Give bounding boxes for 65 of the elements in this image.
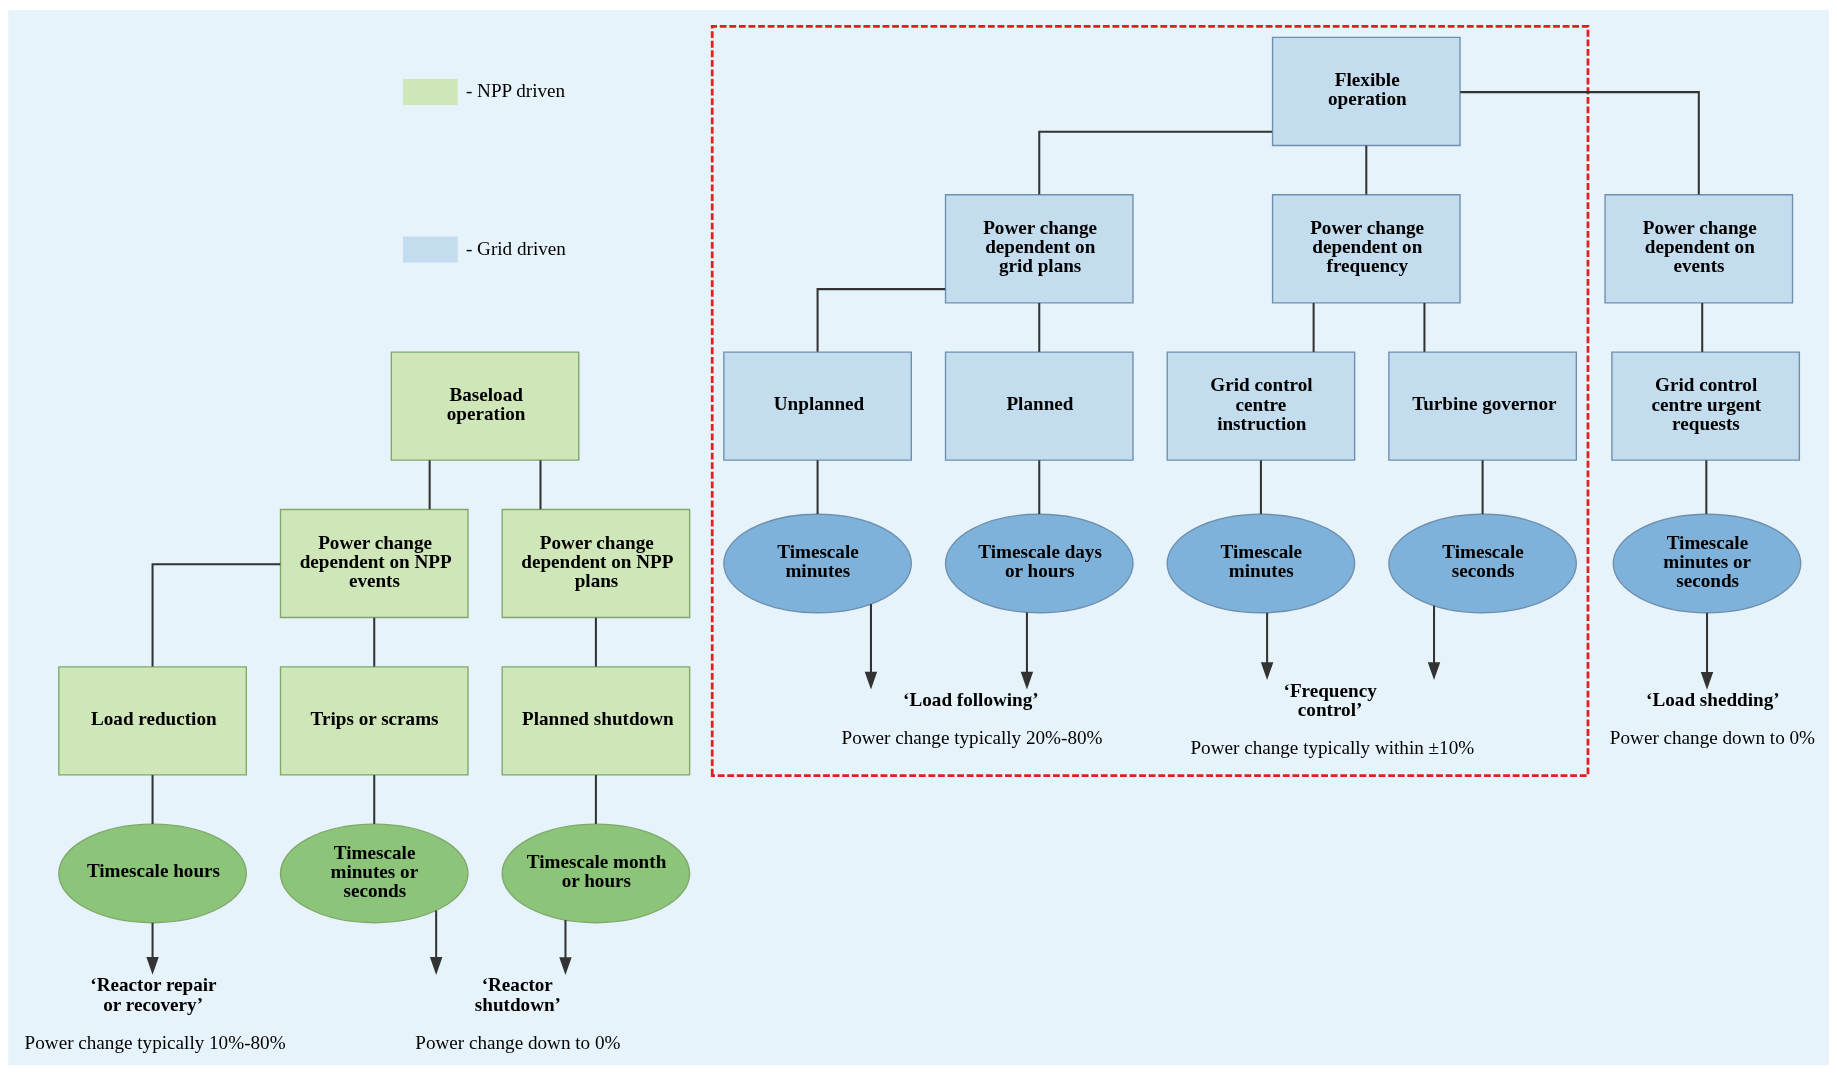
node-ellipse: Timescale hours	[58, 823, 247, 923]
node-ellipse: Timescale days or hours	[944, 513, 1134, 613]
node-label: Power change typically 10%-80%	[24, 1031, 286, 1053]
legend-label: - NPP driven	[465, 79, 566, 101]
connector	[1423, 302, 1426, 352]
node-text: ‘Reactor repair or recovery’	[90, 973, 217, 1015]
arrow	[429, 909, 443, 975]
node-label: Power change typically within ±10%	[1190, 736, 1475, 758]
node-label: Power change typically 20%-80%	[841, 726, 1103, 748]
connector	[1365, 145, 1368, 194]
connector	[594, 617, 597, 667]
cluster	[710, 24, 1590, 777]
node-box: Grid control centre urgent requests	[1611, 350, 1801, 461]
node-text: ‘Load following’	[903, 688, 1039, 710]
node-ellipse: Timescale month or hours	[501, 823, 691, 923]
connector	[1705, 459, 1708, 514]
connector	[373, 774, 376, 824]
arrow	[864, 603, 878, 689]
node-ellipse: Timescale minutes	[1166, 513, 1356, 613]
node-ellipse: Timescale minutes	[723, 513, 912, 613]
arrow	[559, 919, 572, 975]
node-box: Power change dependent on events	[1604, 193, 1794, 303]
connector	[1460, 90, 1700, 194]
connector	[539, 459, 542, 509]
node-text: ‘Reactor shutdown’	[474, 973, 561, 1015]
node-box: Planned	[944, 350, 1134, 461]
connector	[1038, 459, 1041, 514]
node-label: Power change down to 0%	[1609, 726, 1816, 748]
node-box: Turbine governor	[1388, 350, 1578, 461]
connector	[151, 774, 154, 824]
node-ellipse: Timescale minutes or seconds	[1612, 513, 1802, 613]
arrow	[1020, 611, 1034, 690]
node-box: Power change dependent on grid plans	[944, 193, 1134, 303]
connector	[816, 459, 819, 514]
connector	[1038, 130, 1273, 194]
arrow	[1427, 605, 1441, 680]
node-box: Flexible operation	[1271, 36, 1461, 146]
connector	[1312, 302, 1315, 352]
connector	[373, 617, 376, 667]
node-box: Power change dependent on NPP plans	[501, 508, 691, 618]
node-ellipse: Timescale seconds	[1388, 513, 1578, 613]
node-box: Unplanned	[723, 350, 912, 461]
node-box: Load reduction	[58, 665, 247, 776]
connector	[151, 562, 281, 666]
connector	[1038, 302, 1041, 352]
node-ellipse: Timescale minutes or seconds	[279, 823, 469, 923]
node-box: Baseload operation	[390, 350, 580, 461]
connector	[594, 774, 597, 824]
connector	[816, 287, 946, 352]
arrow	[1700, 612, 1714, 690]
node-box: Planned shutdown	[501, 665, 691, 776]
arrow	[1260, 612, 1274, 680]
arrow	[146, 922, 159, 975]
node-box: Power change dependent on NPP events	[279, 508, 469, 618]
node-box: Trips or scrams	[279, 665, 469, 776]
node-text: ‘Load shedding’	[1646, 688, 1780, 710]
connector	[1481, 459, 1484, 514]
connector	[428, 459, 431, 509]
node-box: Power change dependent on frequency	[1271, 193, 1461, 303]
node-text: ‘Frequency control’	[1283, 679, 1377, 720]
node-box: Grid control centre instruction	[1166, 350, 1356, 461]
connector	[1701, 302, 1704, 352]
node-label: Power change down to 0%	[415, 1031, 621, 1053]
legend-label: - Grid driven	[465, 237, 566, 259]
connector	[1259, 459, 1262, 514]
